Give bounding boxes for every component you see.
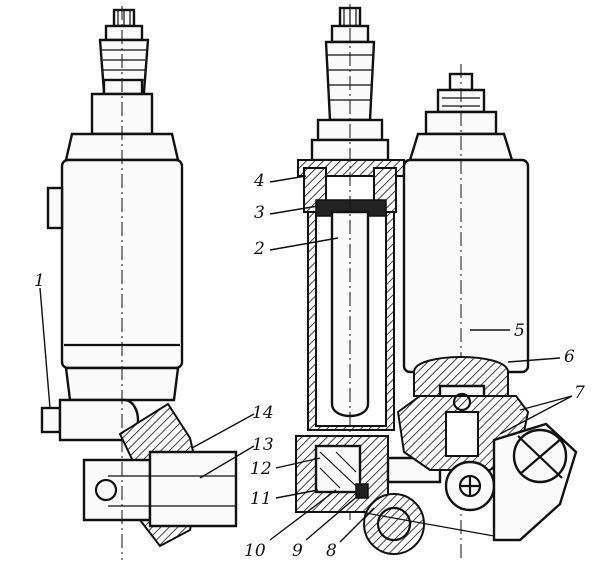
left-side-boss bbox=[46, 186, 64, 230]
left-cylinder-assembly bbox=[40, 6, 238, 560]
leader-7 bbox=[499, 395, 573, 435]
center-cylinder-section bbox=[295, 4, 442, 555]
callout-13: 13 bbox=[252, 435, 274, 455]
leader-3 bbox=[269, 205, 319, 215]
leader-8 bbox=[339, 507, 375, 543]
callout-9: 9 bbox=[292, 541, 303, 561]
right-cylinder-body-5 bbox=[402, 158, 530, 374]
leader-6 bbox=[507, 357, 561, 363]
leader-2 bbox=[269, 237, 339, 251]
leader-12 bbox=[275, 457, 321, 469]
left-port-circle bbox=[94, 478, 118, 502]
lower-flange-left bbox=[363, 493, 425, 555]
callout-7: 7 bbox=[574, 383, 585, 403]
leader-13 bbox=[199, 445, 255, 479]
leader-1 bbox=[39, 287, 51, 409]
callout-12: 12 bbox=[250, 459, 272, 479]
leader-9 bbox=[305, 493, 361, 541]
leader-lines bbox=[39, 175, 573, 543]
leader-11 bbox=[275, 489, 319, 499]
leader-14 bbox=[191, 413, 255, 449]
callout-labels: 1 2 3 4 5 6 7 8 9 10 11 12 13 14 bbox=[34, 171, 585, 561]
callout-10: 10 bbox=[244, 541, 266, 561]
callout-6: 6 bbox=[564, 347, 575, 367]
callout-2: 2 bbox=[253, 239, 265, 259]
callout-8: 8 bbox=[326, 541, 337, 561]
callout-3: 3 bbox=[254, 203, 265, 223]
left-stem-ring bbox=[102, 78, 144, 96]
callout-14: 14 bbox=[252, 403, 274, 423]
leader-4 bbox=[269, 175, 307, 183]
left-stud-collar bbox=[104, 24, 144, 42]
right-cylinder-assembly bbox=[359, 64, 578, 560]
callout-5: 5 bbox=[514, 321, 525, 341]
left-plug bbox=[40, 406, 62, 434]
leader-10 bbox=[269, 489, 337, 541]
callout-11: 11 bbox=[250, 489, 272, 509]
core-rod-2 bbox=[330, 210, 370, 418]
callout-4: 4 bbox=[253, 171, 265, 191]
callout-1: 1 bbox=[34, 271, 45, 291]
left-outlet-fitting bbox=[148, 450, 238, 528]
